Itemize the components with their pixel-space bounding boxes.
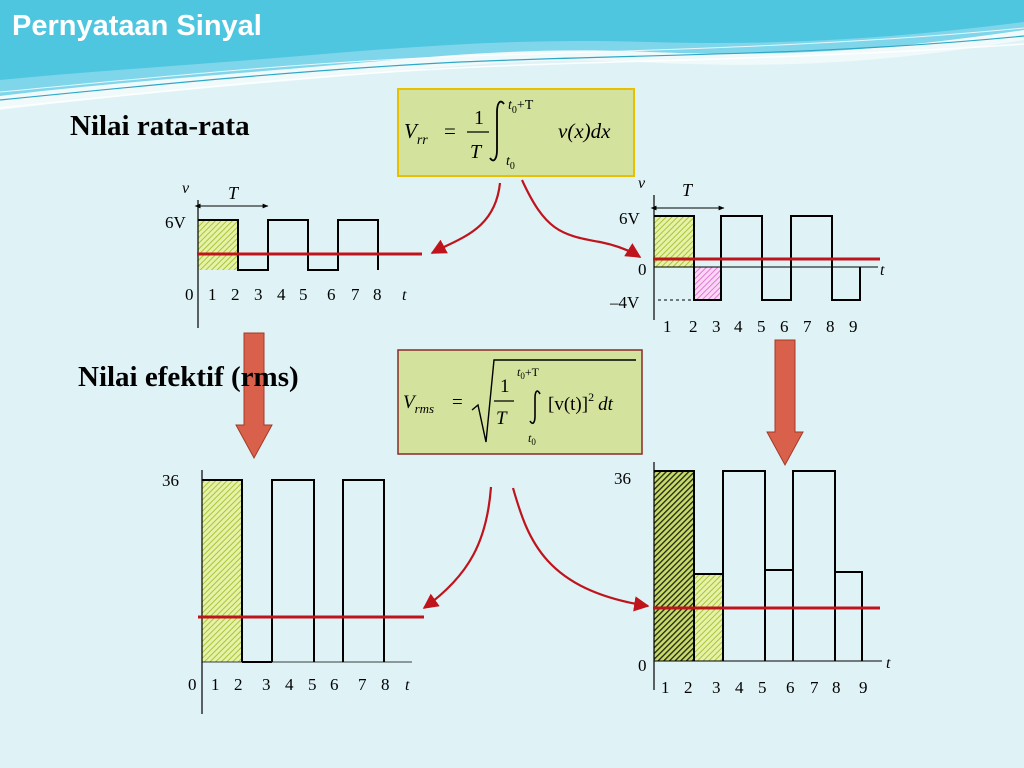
svg-text:8: 8: [373, 285, 382, 304]
svg-text:8: 8: [381, 675, 390, 694]
hatched-area-negative: [694, 267, 721, 300]
svg-text:5: 5: [757, 317, 766, 336]
svg-text:1: 1: [661, 678, 670, 697]
down-arrow-right: [766, 339, 804, 467]
svg-text:4: 4: [735, 678, 744, 697]
curve-arrow-avg-left: [430, 182, 502, 254]
svg-text:6: 6: [786, 678, 795, 697]
svg-text:6: 6: [327, 285, 336, 304]
y-axis-label: v: [182, 180, 190, 197]
graph-rms-bipolar-wave: 36 0 1 2 3 4 5 6 7 8 9 t: [614, 462, 891, 697]
svg-text:1: 1: [500, 376, 510, 397]
svg-text:v(x)dx: v(x)dx: [558, 119, 611, 143]
svg-text:4: 4: [734, 317, 743, 336]
svg-text:Vrr: Vrr: [404, 119, 428, 148]
svg-text:3: 3: [712, 317, 721, 336]
svg-text:T: T: [470, 141, 483, 163]
svg-text:1: 1: [208, 285, 217, 304]
heading-average: Nilai rata-rata: [70, 110, 250, 142]
level-label: 6V: [619, 209, 641, 228]
period-label: T: [228, 183, 240, 203]
x-tick-labels: 0 1 2 3 4 5 6 7 8: [185, 285, 382, 304]
svg-text:t0: t0: [528, 431, 536, 447]
hatched-area-light: [694, 574, 723, 661]
svg-text:4: 4: [277, 285, 286, 304]
graph-rms-square-wave: 36 0 1 2 3 4 5 6 7 8 t: [162, 470, 424, 714]
level-label: 36: [614, 469, 631, 488]
curve-arrow-rms-right: [511, 487, 650, 612]
svg-text:6: 6: [780, 317, 789, 336]
svg-text:1: 1: [474, 107, 484, 129]
svg-text:2: 2: [231, 285, 240, 304]
svg-text:3: 3: [712, 678, 721, 697]
svg-text:[v(t)]2dt: [v(t)]2dt: [548, 390, 614, 415]
svg-text:7: 7: [351, 285, 360, 304]
svg-text:7: 7: [358, 675, 367, 694]
svg-text:=: =: [444, 119, 456, 143]
svg-text:7: 7: [803, 317, 812, 336]
svg-text:0: 0: [185, 285, 194, 304]
level-label: 36: [162, 471, 179, 490]
svg-text:t0+T: t0+T: [508, 98, 534, 116]
slide-title: Pernyataan Sinyal: [12, 10, 262, 42]
graph-average-square-wave: v T 6V 0 1 2 3 4 5 6 7 8 t: [165, 180, 422, 328]
t-axis-label: t: [880, 262, 885, 279]
svg-text:6: 6: [330, 675, 339, 694]
svg-text:8: 8: [832, 678, 841, 697]
svg-text:5: 5: [299, 285, 308, 304]
curve-arrow-avg-right: [521, 179, 642, 258]
hatched-area: [198, 220, 238, 270]
svg-text:0: 0: [188, 675, 197, 694]
period-label: T: [682, 180, 694, 200]
svg-text:8: 8: [826, 317, 835, 336]
t-axis-label: t: [886, 655, 891, 672]
heading-rms: Nilai efektif (rms): [78, 361, 299, 393]
svg-text:9: 9: [849, 317, 858, 336]
svg-text:7: 7: [810, 678, 819, 697]
graph-average-bipolar-wave: v T 6V 0 –4V 1 2 3 4 5 6 7 8 9 t: [609, 175, 885, 336]
y-axis-label: v: [638, 175, 646, 192]
svg-text:2: 2: [234, 675, 243, 694]
formula-average-box: Vrr = 1 T t0+T t0 v(x)dx: [397, 88, 635, 177]
level-label: 6V: [165, 213, 187, 232]
t-axis-label: t: [402, 287, 407, 304]
svg-text:1: 1: [663, 317, 672, 336]
svg-text:5: 5: [308, 675, 317, 694]
hatched-area: [202, 480, 242, 662]
svg-text:1: 1: [211, 675, 220, 694]
x-tick-labels: 0 1 2 3 4 5 6 7 8: [188, 675, 390, 694]
svg-text:=: =: [452, 392, 463, 413]
zero-label: 0: [638, 656, 647, 675]
x-tick-labels: 1 2 3 4 5 6 7 8 9: [661, 678, 868, 697]
negative-level-label: –4V: [609, 293, 640, 312]
svg-text:3: 3: [262, 675, 271, 694]
t-axis-label: t: [405, 677, 410, 694]
svg-text:4: 4: [285, 675, 294, 694]
svg-text:2: 2: [689, 317, 698, 336]
svg-text:3: 3: [254, 285, 263, 304]
zero-label: 0: [638, 260, 647, 279]
svg-text:Vrms: Vrms: [403, 392, 434, 416]
svg-text:t0: t0: [506, 154, 515, 172]
svg-text:T: T: [496, 408, 508, 429]
header-wave-decoration: [0, 0, 1024, 110]
down-arrow-left: [235, 332, 273, 460]
svg-text:5: 5: [758, 678, 767, 697]
curve-arrow-rms-left: [422, 486, 493, 609]
svg-text:t0+T: t0+T: [517, 365, 540, 381]
x-tick-labels: 1 2 3 4 5 6 7 8 9: [663, 317, 858, 336]
svg-text:2: 2: [684, 678, 693, 697]
svg-text:9: 9: [859, 678, 868, 697]
hatched-area-dark: [654, 471, 694, 661]
